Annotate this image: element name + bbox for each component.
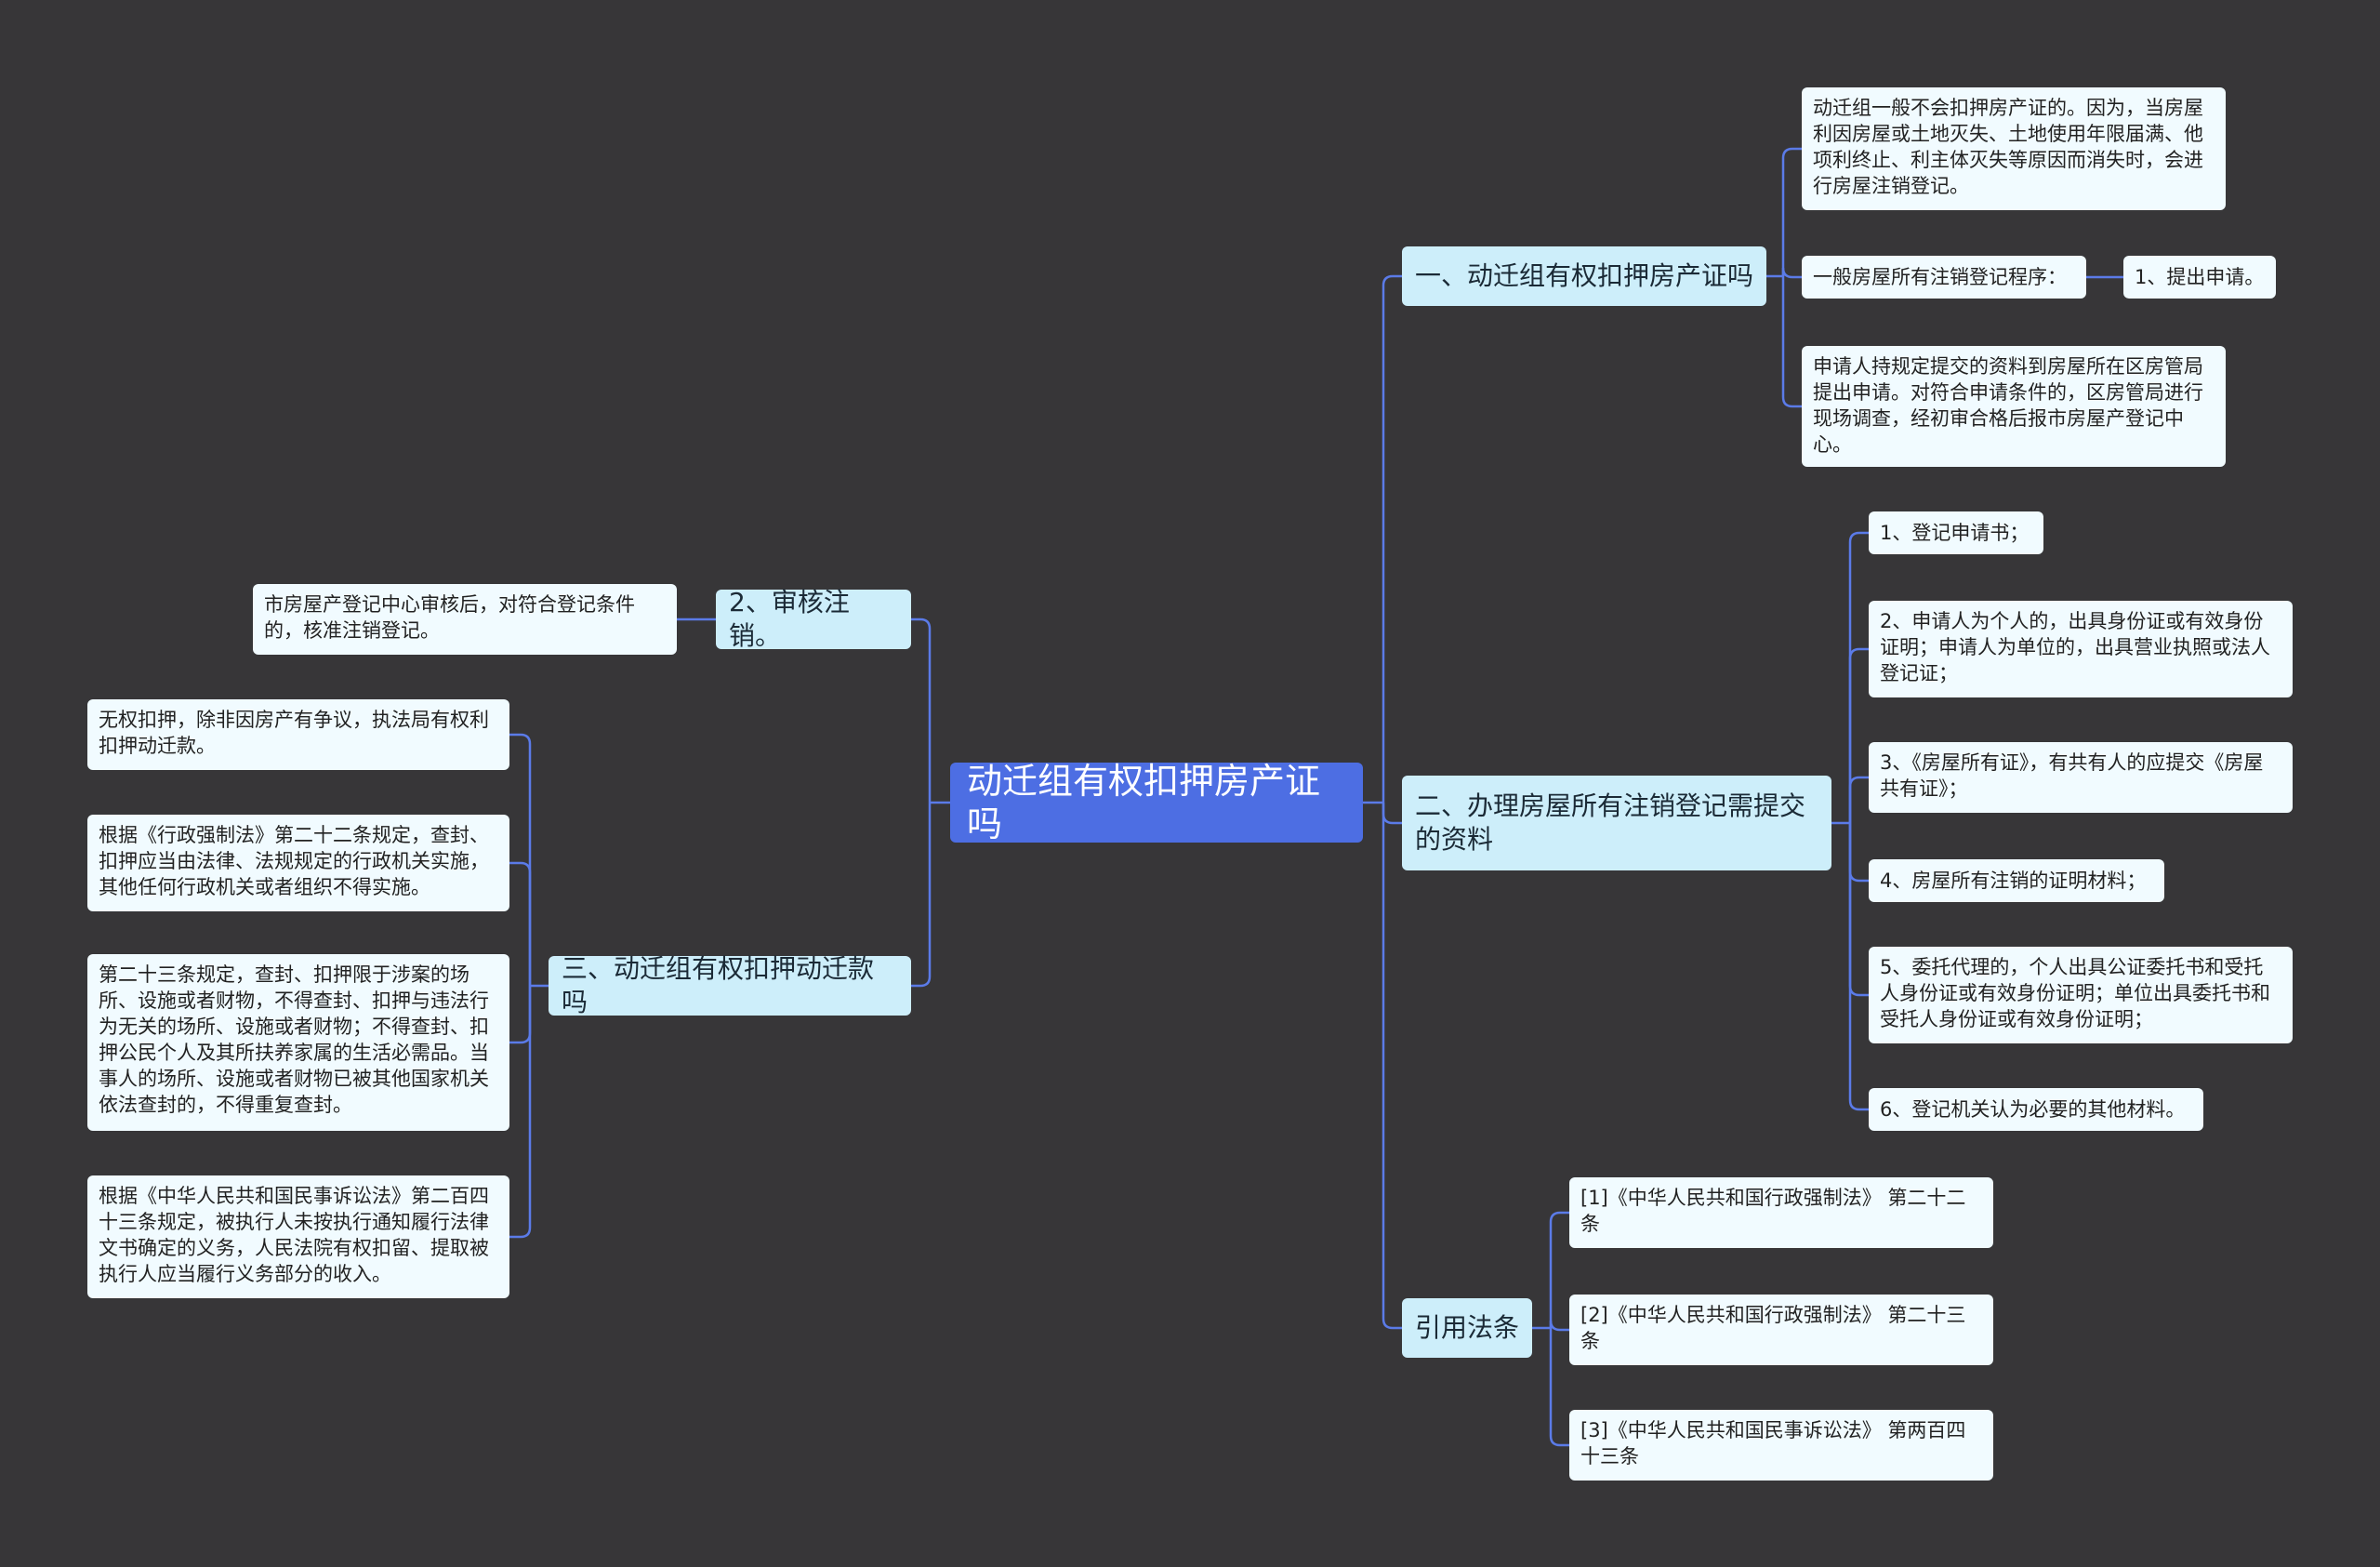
law-citation[interactable]: [1]《中华人民共和国行政强制法》 第二十二条 (1569, 1177, 1993, 1248)
branch-demolition-payment[interactable]: 三、动迁组有权扣押动迁款吗 (549, 953, 911, 1017)
connector-line (1781, 147, 1802, 276)
doc-item[interactable]: 6、登记机关认为必要的其他材料。 (1869, 1088, 2203, 1131)
root-topic[interactable]: 动迁组有权扣押房产证吗 (950, 761, 1363, 844)
payment-item[interactable]: 无权扣押，除非因房产有争议，执法局有权利扣押动迁款。 (87, 699, 509, 770)
law-citation[interactable]: [3]《中华人民共和国民事诉讼法》 第两百四十三条 (1569, 1410, 1993, 1481)
connector-line (1848, 823, 1869, 1111)
connector-line (911, 618, 932, 803)
connector-line (509, 986, 532, 1239)
connector-line (1382, 803, 1402, 825)
connector-line (1848, 823, 1869, 883)
connector-line (1848, 647, 1869, 823)
connector-line (509, 733, 532, 986)
doc-item[interactable]: 5、委托代理的，个人出具公证委托书和受托人身份证或有效身份证明；单位出具委托书和… (1869, 947, 2293, 1043)
doc-item[interactable]: 2、申请人为个人的，出具身份证或有效身份证明；申请人为单位的，出具营业执照或法人… (1869, 601, 2293, 697)
branch-review-cancellation[interactable]: 2、审核注销。 (716, 587, 911, 651)
connector-line (1781, 276, 1802, 408)
leaf-applicant-submission[interactable]: 申请人持规定提交的资料到房屋所在区房管局提出申请。对符合申请条件的，区房管局进行… (1802, 346, 2226, 467)
connector-line (1549, 1211, 1569, 1328)
connector-line (509, 986, 532, 1044)
doc-item[interactable]: 3、《房屋所有证》，有共有人的应提交《房屋共有证》； (1869, 742, 2293, 813)
payment-item[interactable]: 第二十三条规定，查封、扣押限于涉案的场所、设施或者财物，不得查封、扣押与违法行为… (87, 954, 509, 1131)
branch-demolition-certificate[interactable]: 一、动迁组有权扣押房产证吗 (1402, 246, 1766, 306)
leaf-submit-application[interactable]: 1、提出申请。 (2123, 256, 2276, 299)
leaf-cancel-procedure[interactable]: 一般房屋所有注销登记程序： (1802, 256, 2086, 299)
leaf-no-seizure-reason[interactable]: 动迁组一般不会扣押房产证的。因为，当房屋利因房屋或土地灭失、土地使用年限届满、他… (1802, 87, 2226, 210)
connector-line (1848, 823, 1869, 997)
connector-line (509, 861, 532, 986)
connector-line (1781, 267, 1802, 279)
doc-item[interactable]: 1、登记申请书； (1869, 511, 2043, 554)
connector-line (1549, 1328, 1569, 1447)
law-citation[interactable]: [2]《中华人民共和国行政强制法》 第二十三条 (1569, 1295, 1993, 1365)
connector-line (1382, 803, 1402, 1330)
payment-item[interactable]: 根据《中华人民共和国民事诉讼法》第二百四十三条规定，被执行人未按执行通知履行法律… (87, 1175, 509, 1298)
doc-item[interactable]: 4、房屋所有注销的证明材料； (1869, 859, 2164, 902)
connector-line (1549, 1320, 1569, 1332)
connector-line (1382, 274, 1402, 803)
payment-item[interactable]: 根据《行政强制法》第二十二条规定，查封、扣押应当由法律、法规规定的行政机关实施，… (87, 815, 509, 911)
connector-line (1848, 776, 1869, 823)
connector-line (1848, 531, 1869, 823)
connector-line (911, 803, 932, 988)
leaf-center-approval[interactable]: 市房屋产登记中心审核后，对符合登记条件的，核准注销登记。 (253, 584, 677, 655)
branch-cited-laws[interactable]: 引用法条 (1402, 1298, 1532, 1358)
branch-required-documents[interactable]: 二、办理房屋所有注销登记需提交的资料 (1402, 776, 1831, 870)
